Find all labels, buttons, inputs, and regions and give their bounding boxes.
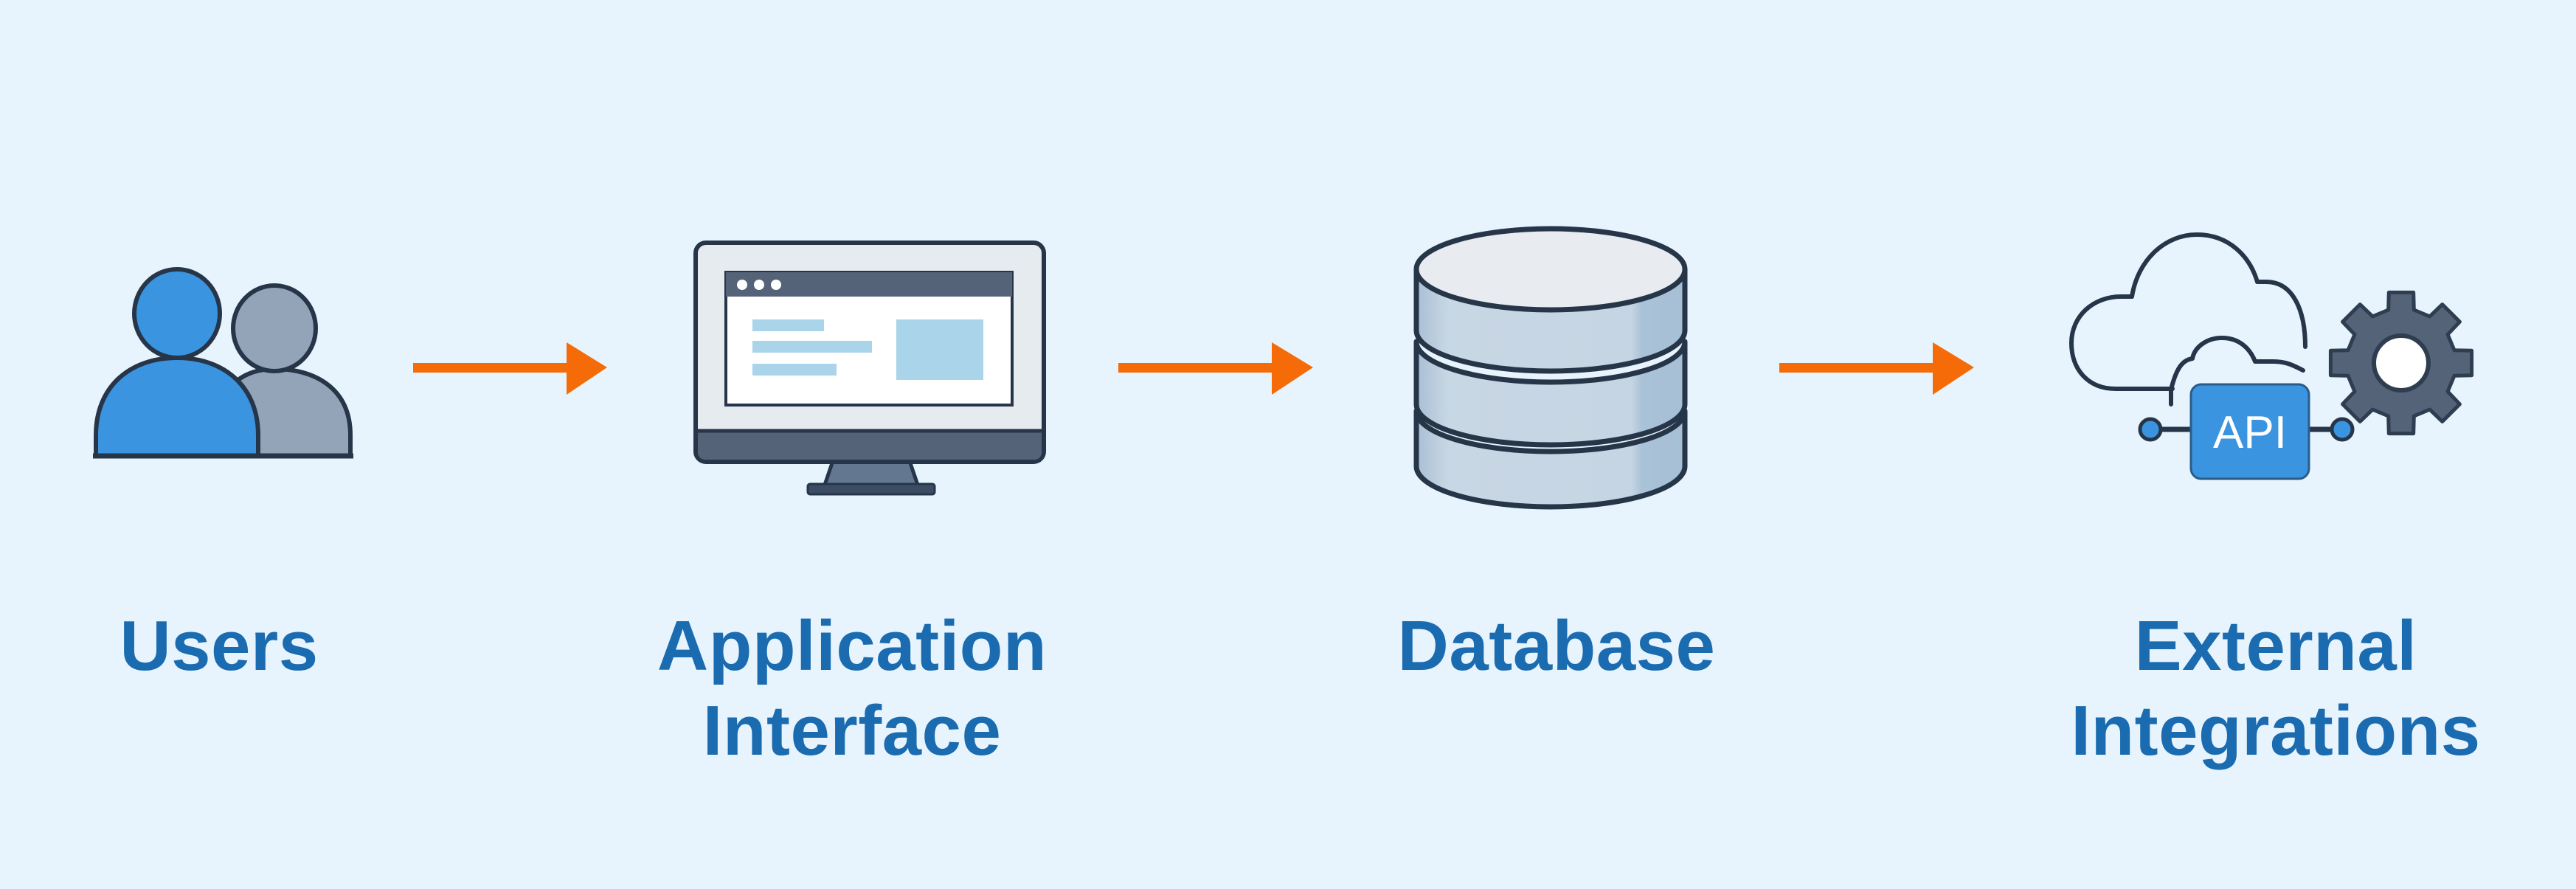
window-dot [754,280,764,290]
api-connector-dot-left [2138,417,2163,442]
app-window-titlebar [726,272,1012,297]
api-badge-text: API [2213,407,2287,458]
monitor-chin [698,431,1042,460]
cloud-icon [2069,232,2307,391]
api-connector-dot-right [2330,417,2355,442]
arrow-head [1272,342,1313,395]
arrow-shaft [1118,363,1275,373]
users-icon [93,267,353,459]
content-line [752,319,824,331]
arrow-head [567,342,607,395]
monitor-icon [693,241,1046,496]
node-label-database: Database [1298,603,1815,688]
arrow-app-to-database [1118,342,1313,395]
label-line: Interface [702,691,1002,770]
content-line [752,364,837,376]
arrow-users-to-app [413,342,607,395]
database-icon [1413,226,1688,510]
front-person-head [132,267,222,360]
node-label-users: Users [0,603,477,688]
node-label-application-interface: Application Interface [594,603,1110,773]
back-person-head [231,283,318,373]
arrow-database-to-integrations [1779,342,1974,395]
content-image [896,319,983,380]
front-person-body [94,356,260,458]
window-dot [737,280,747,290]
label-line: Integrations [2071,691,2481,770]
small-cloud-icon [2169,336,2305,407]
api-badge [2189,383,2310,480]
database-top [1413,226,1688,313]
monitor-stand-base [806,482,936,496]
front-person [94,267,260,458]
label-line: External [2134,606,2417,685]
arrow-shaft [1779,363,1934,373]
gear-hole [2372,333,2431,392]
node-label-external-integrations: External Integrations [2018,603,2534,773]
label-line: Application [657,606,1048,685]
window-dot [771,280,781,290]
label-line: Database [1397,606,1716,685]
arrow-head [1933,342,1974,395]
database-band-bottom [1413,408,1688,510]
arrow-shaft [413,363,568,373]
integrations-icon: API [2069,232,2474,480]
database-band-middle [1413,339,1688,448]
content-line [752,341,872,353]
label-line: Users [120,606,319,685]
gear-icon [2328,290,2474,436]
